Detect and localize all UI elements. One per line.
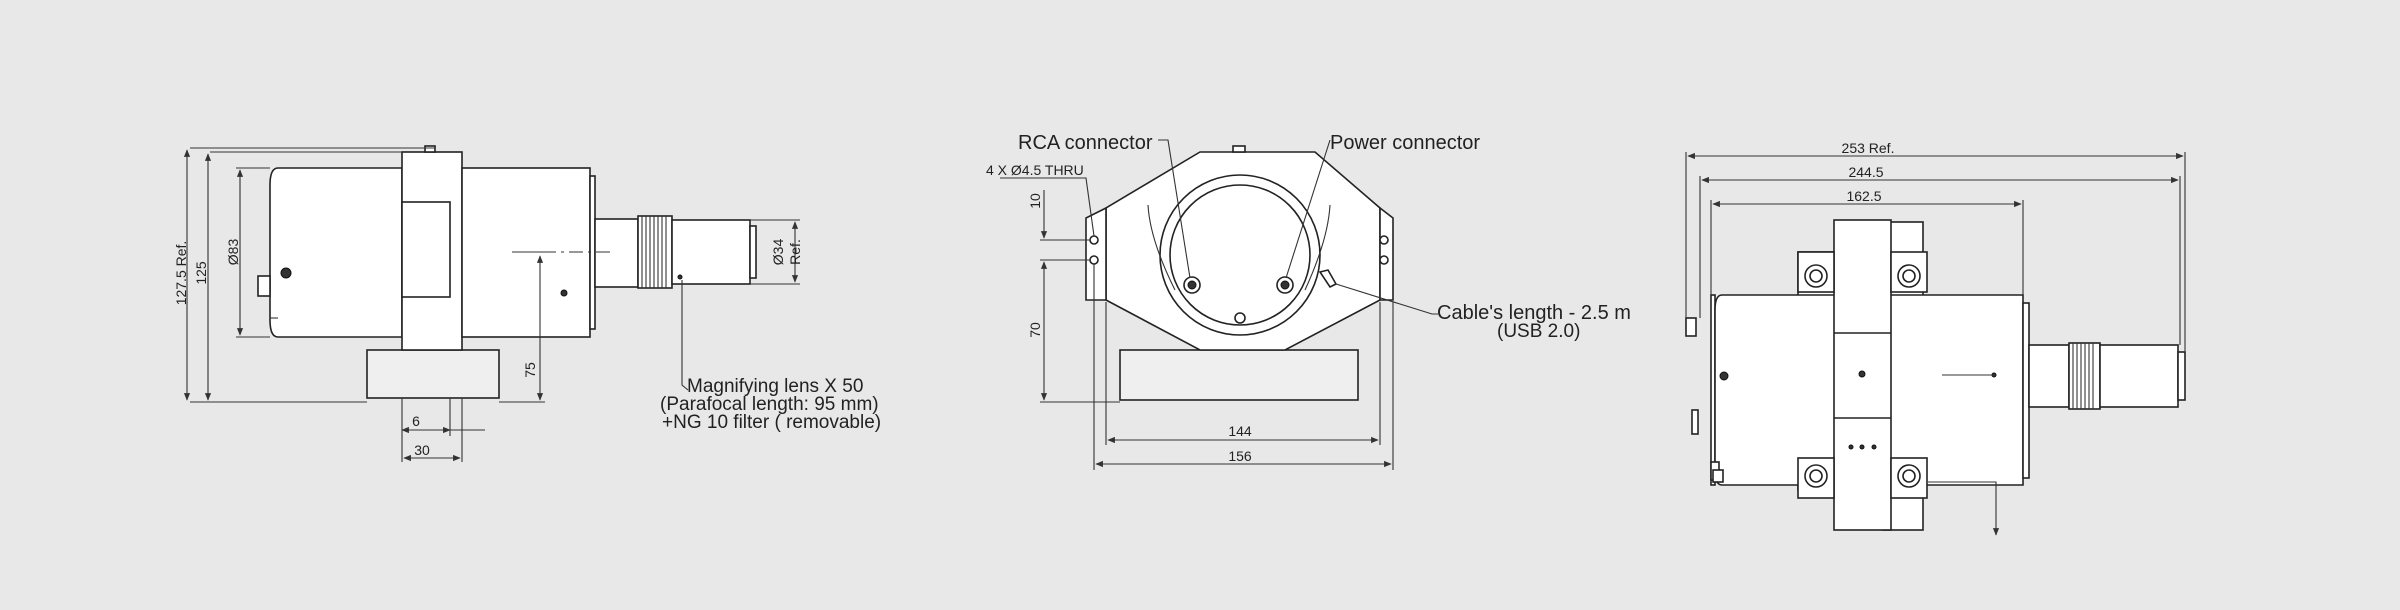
lens-callout-line3: +NG 10 filter ( removable) xyxy=(662,412,881,433)
dim-10: 10 xyxy=(1027,193,1043,209)
top-lens-barrel xyxy=(2028,344,2070,408)
dim-overall-height: 127.5 Ref. xyxy=(173,241,189,306)
top-bolt-holes xyxy=(1797,251,1928,499)
dim-width-30: 30 xyxy=(414,442,430,458)
dim-height-125: 125 xyxy=(193,261,209,285)
cable-usb-label: (USB 2.0) xyxy=(1497,321,1580,342)
lens-callout-leader xyxy=(681,280,689,391)
side-lens-barrel xyxy=(594,218,639,288)
dim-dia-83: Ø83 xyxy=(225,239,241,266)
top-lens-tube xyxy=(2099,344,2179,408)
dim-253-ref: 253 Ref. xyxy=(1842,140,1895,156)
front-right-flange xyxy=(1379,206,1394,301)
side-base-block xyxy=(366,349,500,399)
rca-connector-label: RCA connector xyxy=(1018,132,1153,154)
dim-144: 144 xyxy=(1228,423,1252,439)
dim-244-5: 244.5 xyxy=(1848,164,1883,180)
lens-callout-line2: (Parafocal length: 95 mm) xyxy=(660,394,879,415)
side-dimensions xyxy=(183,147,800,462)
front-dimensions xyxy=(1040,190,1394,470)
dim-162-5: 162.5 xyxy=(1846,188,1881,204)
side-lens-knurl xyxy=(637,215,673,289)
holes-label: 4 X Ø4.5 THRU xyxy=(986,162,1084,178)
cable-leader xyxy=(1335,283,1438,315)
front-inner-ring xyxy=(1169,184,1311,326)
side-view: 127.5 Ref. 125 Ø83 75 Ø34 Ref. 6 30 Magn… xyxy=(173,145,881,462)
dim-70: 70 xyxy=(1027,322,1043,338)
power-connector-label: Power connector xyxy=(1330,132,1480,154)
holes-leader xyxy=(1000,177,1095,237)
dim-height-75: 75 xyxy=(522,362,538,378)
rca-leader xyxy=(1158,139,1191,279)
front-base-block xyxy=(1119,349,1359,401)
power-leader xyxy=(1285,139,1331,279)
side-connector-icon xyxy=(280,267,292,279)
side-lens-tube xyxy=(671,219,751,285)
top-view: 253 Ref. 244.5 162.5 xyxy=(1685,140,2186,536)
dim-156: 156 xyxy=(1228,448,1252,464)
dim-dia-34-ref: Ref. xyxy=(787,239,803,265)
dim-dia-34: Ø34 xyxy=(770,239,786,266)
lens-callout-line1: Magnifying lens X 50 xyxy=(687,376,863,397)
dim-width-6: 6 xyxy=(412,413,420,429)
front-view: RCA connector Power connector 4 X Ø4.5 T… xyxy=(986,132,1631,470)
top-dimensions xyxy=(1685,152,2186,352)
cable-length-label: Cable's length - 2.5 m xyxy=(1437,302,1631,324)
side-camera-body xyxy=(269,167,403,338)
front-left-flange xyxy=(1085,206,1107,301)
